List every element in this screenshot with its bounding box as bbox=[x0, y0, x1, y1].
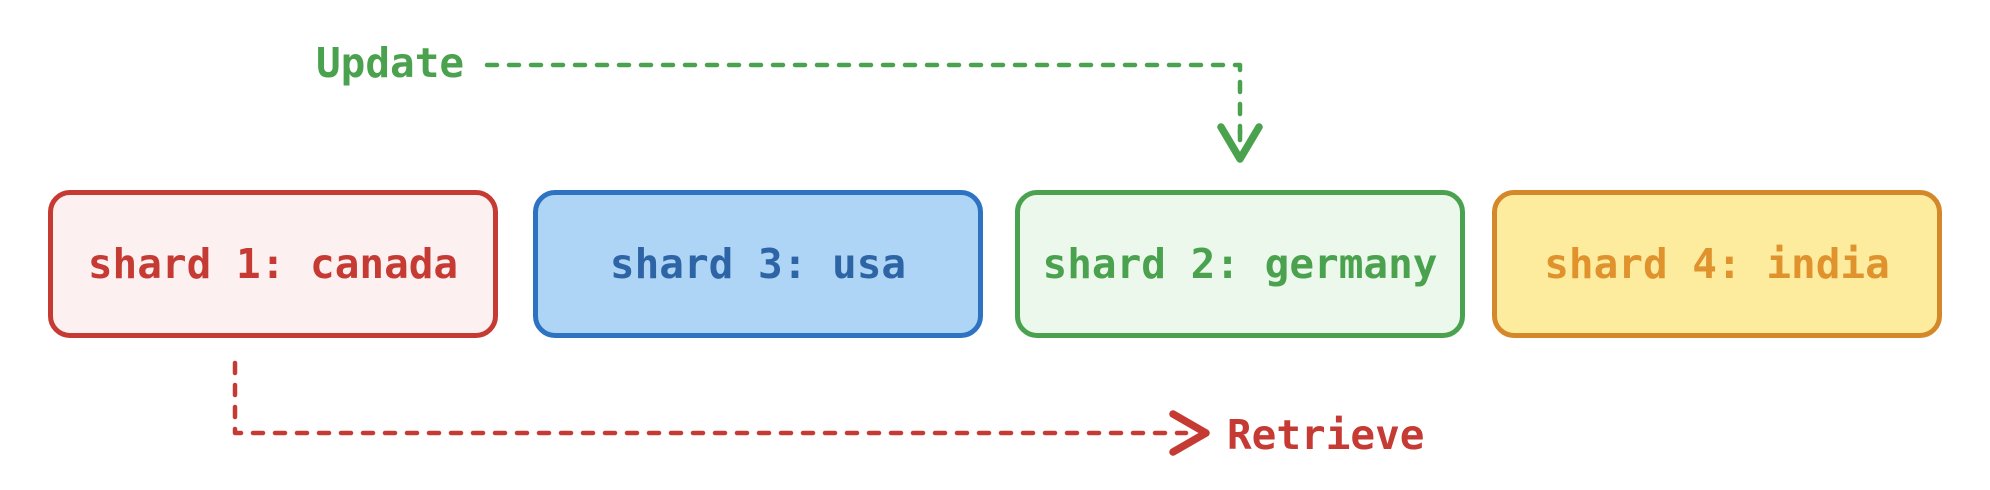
shard-node-india: shard 4: india bbox=[1492, 190, 1942, 338]
retrieve-arrowhead-icon bbox=[1169, 410, 1210, 456]
update-arrow-label: Update bbox=[316, 39, 465, 87]
retrieve-arrow bbox=[232, 360, 1210, 456]
update-arrow-line bbox=[484, 62, 1243, 136]
shard-node-label: shard 4: india bbox=[1544, 240, 1890, 288]
update-arrow bbox=[484, 62, 1263, 163]
shard-node-label: shard 3: usa bbox=[609, 240, 907, 288]
shard-node-usa: shard 3: usa bbox=[533, 190, 983, 338]
retrieve-arrow-label: Retrieve bbox=[1227, 411, 1425, 459]
shard-node-canada: shard 1: canada bbox=[48, 190, 498, 338]
shard-node-label: shard 1: canada bbox=[87, 240, 459, 288]
shard-node-germany: shard 2: germany bbox=[1015, 190, 1465, 338]
shard-node-label: shard 2: germany bbox=[1042, 240, 1438, 288]
retrieve-arrow-line bbox=[232, 360, 1189, 436]
update-arrowhead-icon bbox=[1217, 123, 1263, 163]
